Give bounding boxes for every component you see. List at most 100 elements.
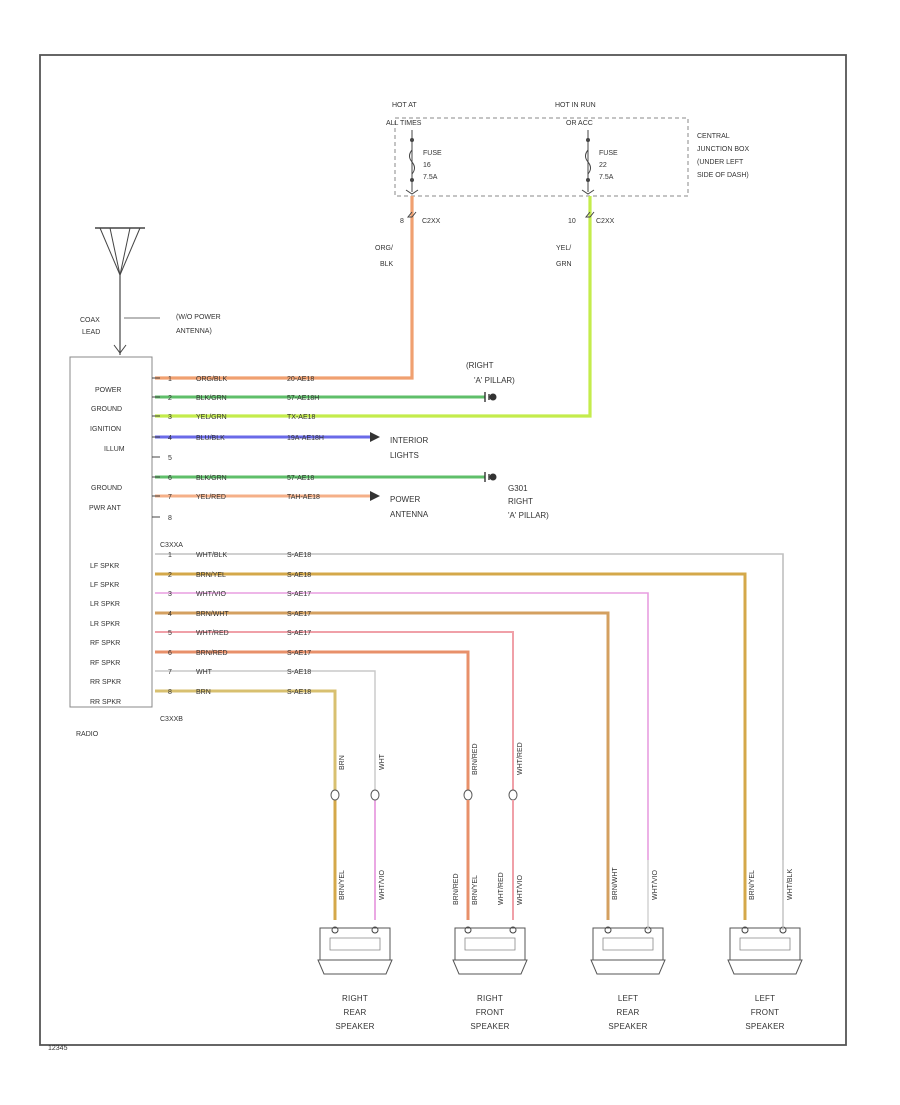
speaker-label: RIGHT [477, 994, 503, 1003]
arrow-right-icon [370, 432, 380, 442]
ground-top-dest-2: 'A' PILLAR) [474, 376, 515, 385]
wire-b-pin: 1 [168, 552, 172, 559]
wire-b-circuit: S-AE18 [287, 669, 311, 676]
right-feed-wire-1: YEL/ [556, 245, 571, 252]
speaker-right-front [452, 926, 528, 975]
left-feed-connector: C2XX [422, 218, 441, 225]
speaker-label: RIGHT [342, 994, 368, 1003]
speaker-label: SPEAKER [470, 1022, 509, 1031]
fuse-right-header-2: OR ACC [566, 120, 593, 127]
wire-b-circuit: S-AE17 [287, 650, 311, 657]
wire-b-pin: 3 [168, 591, 172, 598]
junction-location-4: SIDE OF DASH) [697, 172, 749, 179]
speaker-left-front [727, 926, 803, 975]
illum-dest-1: INTERIOR [390, 436, 428, 445]
fuse-16-symbol [405, 130, 419, 195]
radio-function: RR SPKR [90, 699, 121, 706]
lf-b-label: WHT/BLK [787, 869, 794, 900]
radio-function: LF SPKR [90, 563, 119, 570]
left-feed-pin: 8 [400, 218, 404, 225]
speaker-label: SPEAKER [745, 1022, 784, 1031]
ground-icon [484, 472, 497, 482]
rf-b-bot2-label: WHT/VIO [517, 875, 524, 905]
rf-b-bot-label: WHT/RED [498, 872, 505, 905]
fuse-16-label-2: 16 [423, 162, 431, 169]
power-feed-wire [155, 196, 414, 380]
wire-b-color: WHT/VIO [196, 591, 226, 598]
wire-a-pin: 6 [168, 475, 172, 482]
ground-top-dest-1: (RIGHT [466, 361, 494, 370]
wire-b-pin: 6 [168, 650, 172, 657]
wire-a-circuit: 19A-AE18H [287, 435, 324, 442]
left-feed-connector-symbol [406, 211, 417, 218]
wire-b-pin: 7 [168, 669, 172, 676]
rr-b-bot-label: WHT/VIO [379, 870, 386, 900]
rf-a-bot-label: BRN/RED [453, 873, 460, 905]
junction-location-2: JUNCTION BOX [697, 146, 749, 153]
wire-b-circuit: S-AE18 [287, 572, 311, 579]
radio-function: RR SPKR [90, 679, 121, 686]
wire-b-color: WHT/RED [196, 630, 229, 637]
wire-a-pin: 5 [168, 455, 172, 462]
right-feed-wire-2: GRN [556, 261, 572, 268]
radio-function: GROUND [91, 485, 122, 492]
speaker-label: LEFT [755, 994, 775, 1003]
wire-b-circuit: S-AE18 [287, 689, 311, 696]
wire-a-circuit: 57-AE18H [287, 395, 319, 402]
wire-b-pin: 8 [168, 689, 172, 696]
wire-a-circuit: 57-AE18 [287, 475, 314, 482]
wire-b-color: BRN/YEL [196, 572, 226, 579]
wire-b-circuit: S-AE17 [287, 591, 311, 598]
speaker-right-rear [317, 926, 393, 975]
right-feed-connector: C2XX [596, 218, 615, 225]
junction-box-outline [394, 117, 689, 197]
wire-b-color: WHT/BLK [196, 552, 227, 559]
wire-a-pin: 1 [168, 376, 172, 383]
wire-a-circuit: TAH-AE18 [287, 494, 320, 501]
lf-a-label: BRN/YEL [749, 870, 756, 900]
wire-b-color: WHT [196, 669, 213, 676]
radio-function: PWR ANT [89, 505, 122, 512]
wire-b3 [155, 592, 649, 860]
radio-connector-b: C3XXB [160, 716, 183, 723]
wire-a-color: BLU/BLK [196, 435, 225, 442]
antenna-note-2: ANTENNA) [176, 328, 212, 335]
diagram-frame [39, 54, 847, 1046]
wire-a-color: YEL/GRN [196, 414, 227, 421]
radio-function: LR SPKR [90, 621, 120, 628]
wire-b-color: BRN [196, 689, 211, 696]
wire-b-pin: 2 [168, 572, 172, 579]
wire-a-color: BLK/GRN [196, 395, 227, 402]
wire-b1 [155, 553, 784, 860]
lr-a-label: BRN/WHT [612, 867, 619, 900]
left-feed-wire-1: ORG/ [375, 245, 393, 252]
wire-a-circuit: TX-AE18 [287, 414, 316, 421]
connector-a-labels: 1 ORG/BLK 20-AE18 2 BLK/GRN 57-AE18H 3 Y… [168, 376, 324, 522]
rf-b-top-label: WHT/RED [517, 742, 524, 775]
speaker-left-rear [590, 926, 666, 975]
central-junction-box: HOT AT ALL TIMES HOT IN RUN OR ACC FUSE … [386, 102, 749, 197]
wire-b-circuit: S-AE17 [287, 611, 311, 618]
wire-a-color: ORG/BLK [196, 376, 227, 383]
right-feed-pin: 10 [568, 218, 576, 225]
wire-a-pin: 4 [168, 435, 172, 442]
lr-b-label: WHT/VIO [652, 870, 659, 900]
wire-a-circuit: 20-AE18 [287, 376, 314, 383]
junction-location-3: (UNDER LEFT [697, 159, 744, 166]
wire-b2 [155, 572, 747, 920]
fuse-22-label-2: 22 [599, 162, 607, 169]
right-feed-connector-symbol [584, 211, 595, 218]
wire-a-pin: 3 [168, 414, 172, 421]
rr-a-top-label: BRN [339, 755, 346, 770]
speaker-label: REAR [616, 1008, 639, 1017]
speaker-label: REAR [343, 1008, 366, 1017]
speaker-wire-labels: BRN WHT BRN/YEL WHT/VIO BRN/RED WHT/RED … [339, 742, 794, 905]
power-antenna-dest-1: POWER [390, 495, 420, 504]
coax-label-1: COAX [80, 317, 100, 324]
fuse-16-label-3: 7.5A [423, 174, 438, 181]
radio-function: LR SPKR [90, 601, 120, 608]
fuse-22-label-3: 7.5A [599, 174, 614, 181]
junction-location-1: CENTRAL [697, 133, 730, 140]
wire-a-pin: 8 [168, 515, 172, 522]
